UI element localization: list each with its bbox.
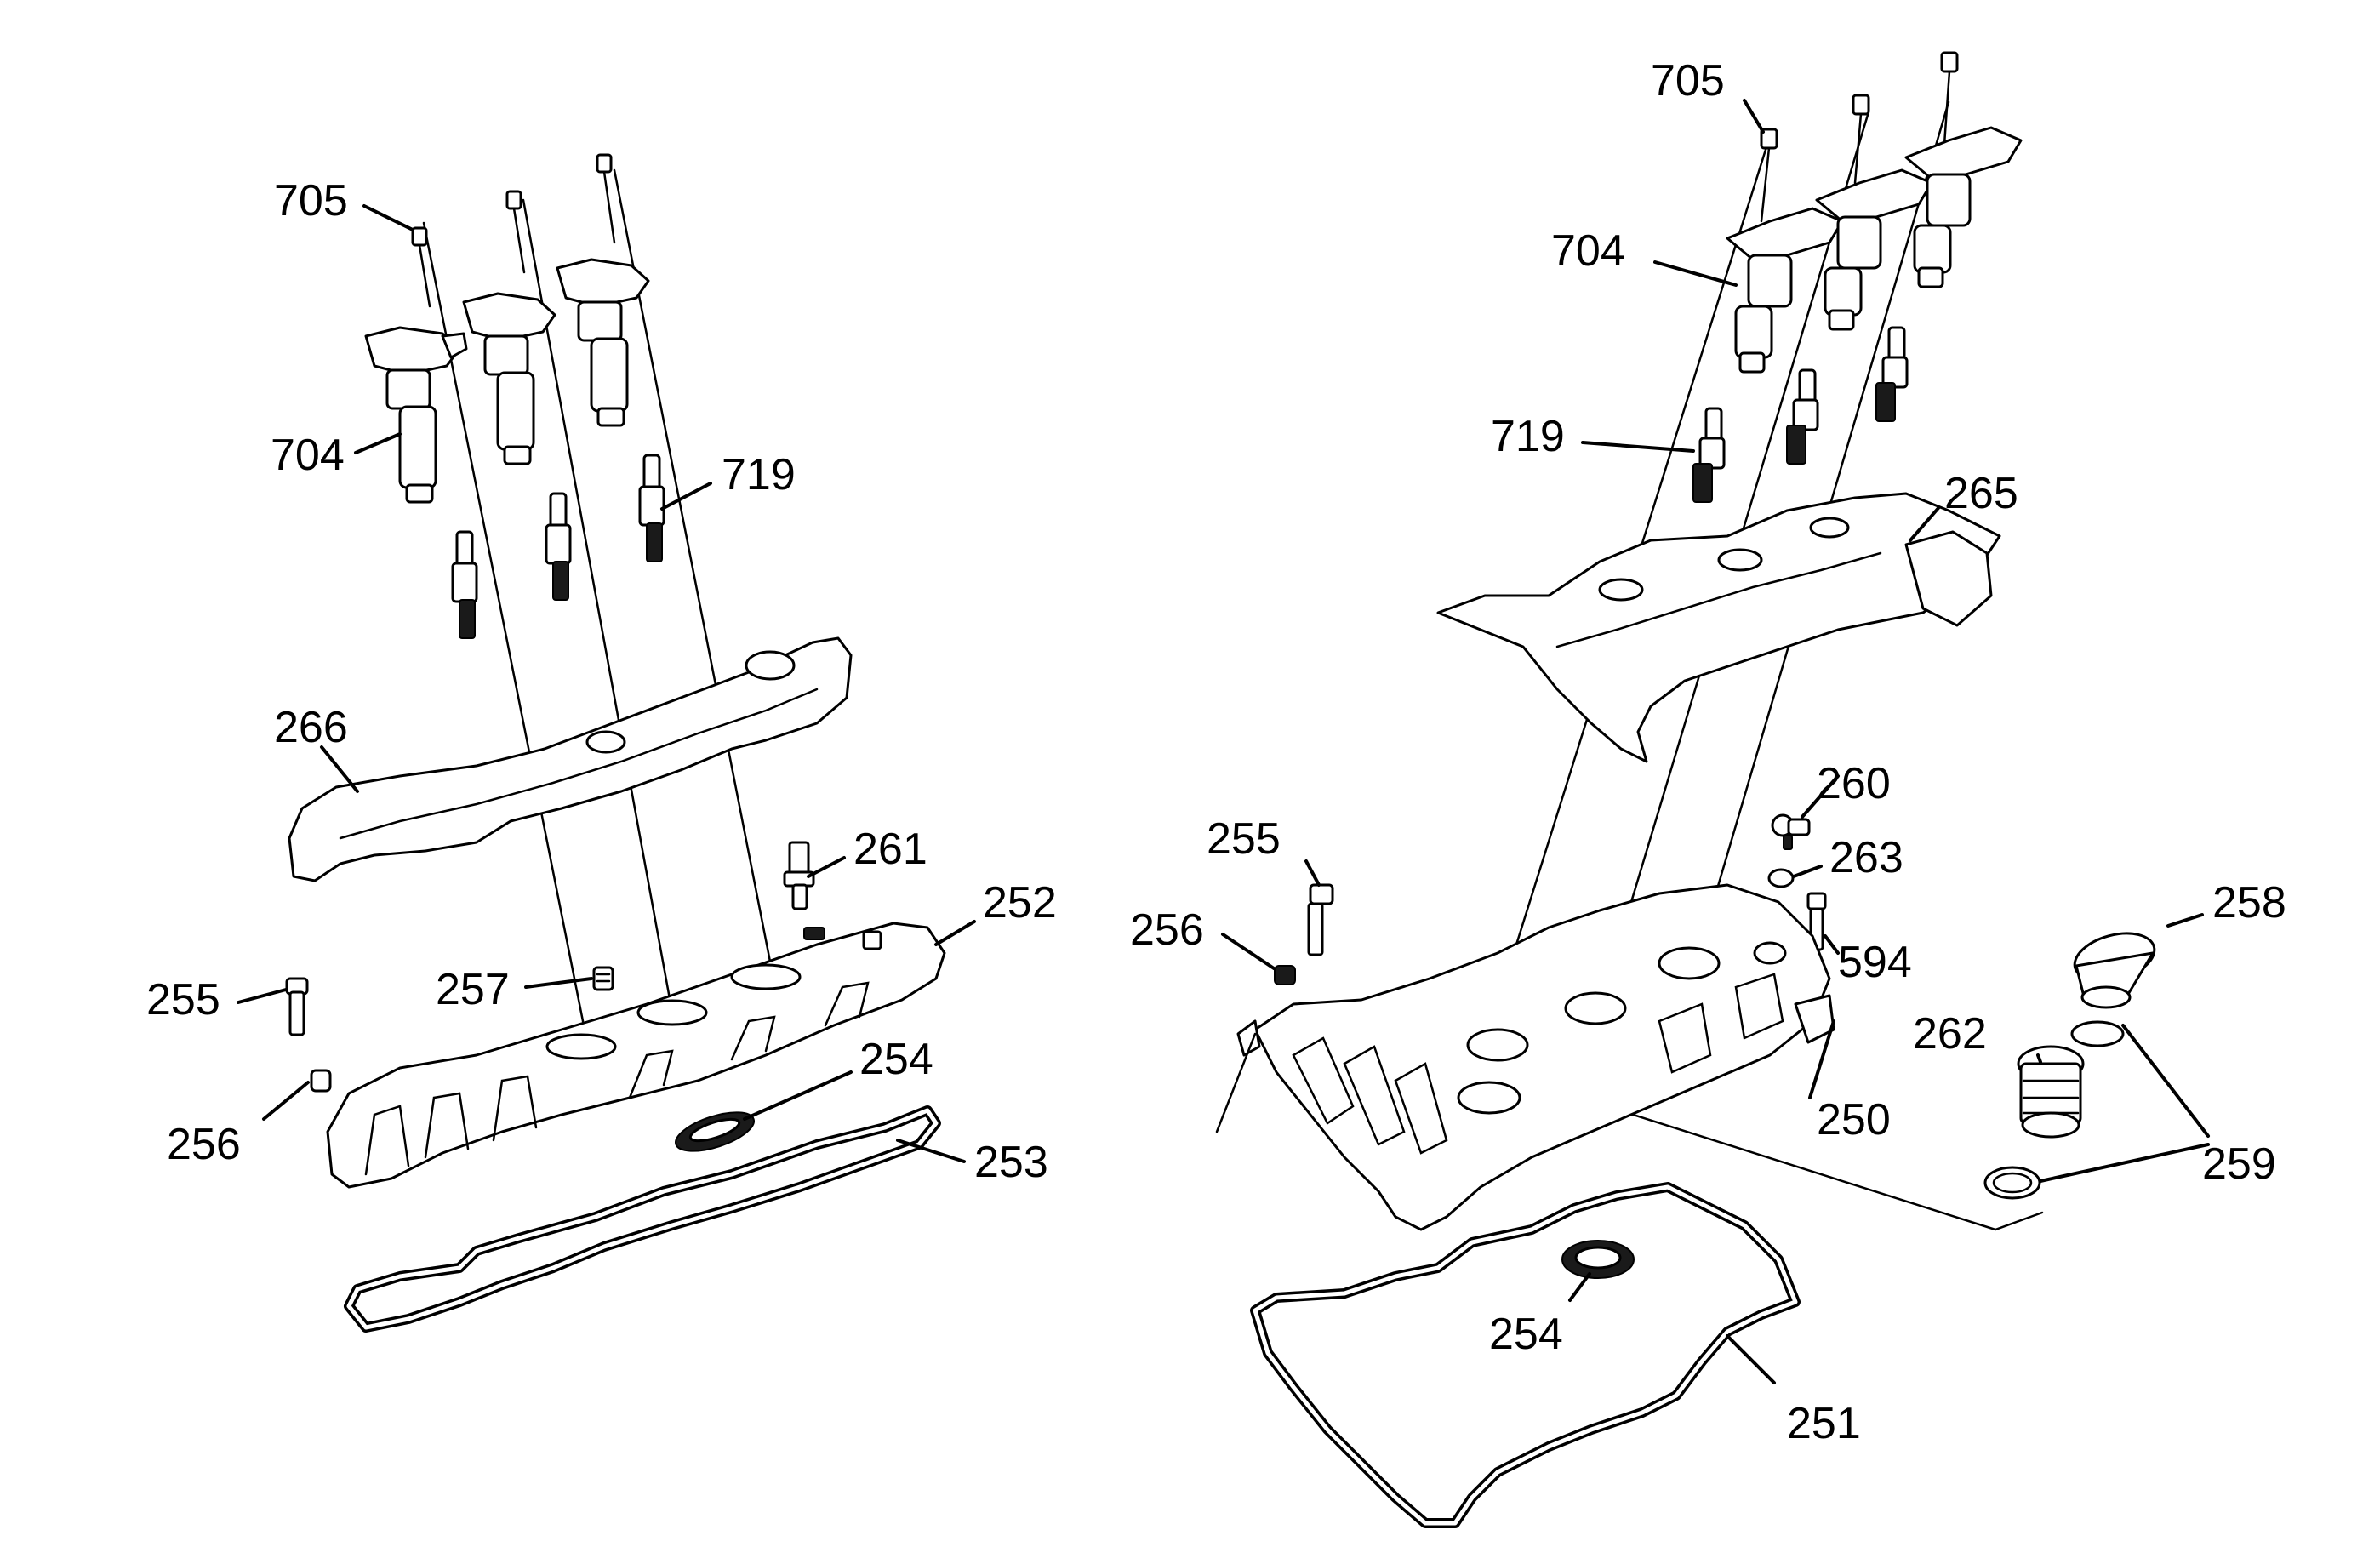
right-spark-plug <box>1692 407 1726 503</box>
left-callout-704: 704 <box>271 431 345 480</box>
right-callout-260: 260 <box>1817 759 1891 808</box>
right-callout-256: 256 <box>1130 905 1204 955</box>
right-callout-254: 254 <box>1489 1310 1563 1359</box>
left-cover-bolt <box>285 977 309 1036</box>
right-coil-bolt <box>1940 51 1959 146</box>
right-ignition-coil <box>1726 207 1844 374</box>
right-spark-plugs <box>1692 326 1909 503</box>
left-seal <box>675 1111 755 1152</box>
right-callout-255: 255 <box>1207 814 1281 864</box>
right-callout-705: 705 <box>1651 56 1725 106</box>
left-spark-plug <box>545 492 572 601</box>
right-callout-263: 263 <box>1829 833 1903 882</box>
right-callout-704: 704 <box>1551 226 1625 276</box>
left-ignition-coils <box>364 258 650 504</box>
left-callout-254: 254 <box>859 1035 933 1084</box>
right-gasket <box>1250 1182 1801 1528</box>
left-callout-255: 255 <box>146 975 220 1025</box>
left-filter <box>592 966 614 991</box>
left-coil-bolts <box>411 153 616 308</box>
right-heat-shield <box>1436 492 2001 763</box>
right-callout-262: 262 <box>1913 1009 1987 1059</box>
left-callout-256: 256 <box>167 1120 241 1169</box>
left-callout-labels: 705 704 719 266 261 252 257 255 256 254 … <box>146 176 1057 1187</box>
right-coil-bolt <box>1760 128 1778 223</box>
left-assembly: 705 704 719 266 261 252 257 255 256 254 … <box>146 153 1057 1333</box>
right-valve-cover <box>1236 883 1835 1231</box>
right-oil-fill-cap <box>2073 932 2156 1009</box>
left-spark-plugs <box>451 454 665 639</box>
right-coil-bolt <box>1852 94 1870 185</box>
right-spark-plug <box>1786 368 1819 465</box>
left-gasket <box>344 1105 941 1333</box>
left-callout-253: 253 <box>974 1138 1048 1187</box>
right-callout-594: 594 <box>1838 938 1912 987</box>
left-callout-257: 257 <box>436 965 510 1014</box>
left-coil-bolt <box>505 190 526 274</box>
right-o-rings <box>1983 1020 2125 1200</box>
right-spark-plug <box>1875 326 1909 422</box>
right-pcv-tube <box>1215 1032 1257 1133</box>
left-coil-bolt <box>596 153 616 244</box>
right-cover-bolt <box>1307 883 1334 956</box>
right-callout-259: 259 <box>2202 1139 2276 1189</box>
right-assembly: 705 704 719 265 260 263 255 256 594 258 … <box>1130 51 2286 1528</box>
right-callout-265: 265 <box>1944 469 2018 518</box>
right-coil-bolts <box>1760 51 1959 223</box>
left-callout-261: 261 <box>853 825 927 874</box>
right-ignition-coil <box>1904 126 2023 288</box>
left-valve-cover <box>326 922 946 1189</box>
left-ignition-coil <box>556 258 650 427</box>
left-ignition-coil <box>364 326 468 504</box>
left-spark-plug <box>451 530 478 639</box>
right-ignition-coils <box>1726 126 2023 374</box>
left-heat-shield <box>288 636 853 882</box>
right-callout-labels: 705 704 719 265 260 263 255 256 594 258 … <box>1130 56 2286 1448</box>
right-grommet <box>1274 965 1296 985</box>
right-filler-tube <box>2017 1045 2085 1139</box>
left-grommet <box>310 1069 332 1093</box>
right-o-ring-small <box>1767 868 1795 888</box>
right-sensor <box>1771 813 1811 850</box>
left-stud <box>783 841 815 910</box>
right-ignition-coil <box>1815 168 1933 331</box>
left-ignition-coil <box>462 292 556 465</box>
left-spark-plug <box>638 454 665 562</box>
right-callout-250: 250 <box>1817 1095 1891 1144</box>
right-seal <box>1561 1240 1635 1279</box>
right-leader-lines <box>1221 99 2210 1384</box>
left-callout-252: 252 <box>983 878 1057 928</box>
left-callout-719: 719 <box>722 450 796 499</box>
left-coil-bolt <box>411 226 431 308</box>
left-callout-266: 266 <box>274 703 348 752</box>
right-callout-258: 258 <box>2212 878 2286 928</box>
left-callout-705: 705 <box>274 176 348 225</box>
left-leader-lines <box>237 204 976 1163</box>
right-callout-251: 251 <box>1787 1399 1861 1448</box>
right-callout-719: 719 <box>1491 412 1565 461</box>
